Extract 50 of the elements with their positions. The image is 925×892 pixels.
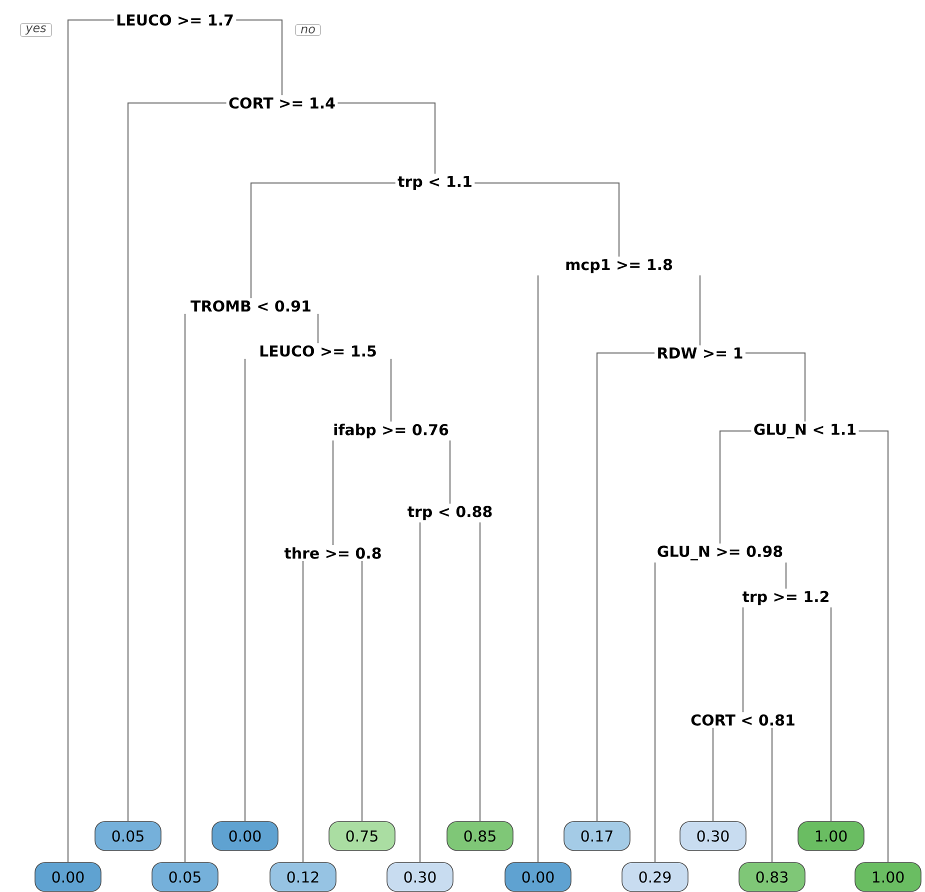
split-label: LEUCO >= 1.5 [257, 343, 379, 359]
leaf-box: 1.00 [798, 821, 864, 851]
split-label: mcp1 >= 1.8 [563, 256, 675, 276]
branch-line [68, 20, 114, 863]
branch-line [128, 102, 227, 822]
leaf-box: 0.00 [504, 862, 572, 892]
leaf-box: 0.17 [564, 821, 630, 851]
split-label: ifabp >= 0.76 [331, 422, 451, 440]
branch-line [745, 352, 806, 422]
split-label: RDW >= 1 [654, 346, 746, 360]
leaf-box: 0.00 [34, 862, 102, 892]
split-label: GLU_N < 1.1 [751, 422, 859, 440]
split-label: trp >= 1.2 [740, 588, 832, 608]
leaf-box: 0.05 [152, 862, 218, 892]
branch-tag: no [295, 24, 321, 36]
branch-line [720, 430, 752, 544]
leaf-box: 0.29 [622, 862, 688, 892]
branch-line [654, 562, 656, 863]
branch-line [712, 727, 714, 822]
leaf-box: 0.12 [270, 862, 336, 892]
leaf-box: 0.85 [446, 821, 514, 851]
split-label: CORT < 0.81 [688, 712, 798, 728]
branch-line [302, 560, 304, 863]
split-label: GLU_N >= 0.98 [654, 544, 786, 562]
branch-line [858, 430, 889, 863]
leaf-box: 0.30 [386, 862, 454, 892]
leaf-box: 0.83 [738, 862, 806, 892]
split-label: CORT >= 1.4 [226, 95, 338, 111]
branch-line [390, 358, 392, 422]
branch-line [742, 606, 744, 713]
branch-line [184, 313, 186, 863]
branch-line [337, 102, 436, 174]
branch-line [236, 20, 282, 96]
split-label: thre >= 0.8 [282, 545, 384, 561]
split-label: trp < 1.1 [396, 174, 474, 192]
branch-line [244, 358, 246, 822]
leaf-box: 0.30 [680, 821, 746, 851]
branch-line [250, 182, 396, 299]
split-label: trp < 0.88 [405, 504, 495, 522]
branch-tag: yes [20, 23, 52, 37]
branch-line [332, 440, 334, 546]
branch-line [474, 182, 620, 258]
leaf-box: 0.00 [212, 821, 278, 851]
leaf-box: 0.05 [94, 821, 162, 851]
branch-line [596, 352, 656, 822]
leaf-box: 1.00 [854, 862, 922, 892]
branch-line [830, 606, 832, 822]
leaf-box: 0.75 [328, 821, 396, 851]
split-label: LEUCO >= 1.7 [114, 12, 236, 28]
split-label: TROMB < 0.91 [188, 298, 314, 314]
